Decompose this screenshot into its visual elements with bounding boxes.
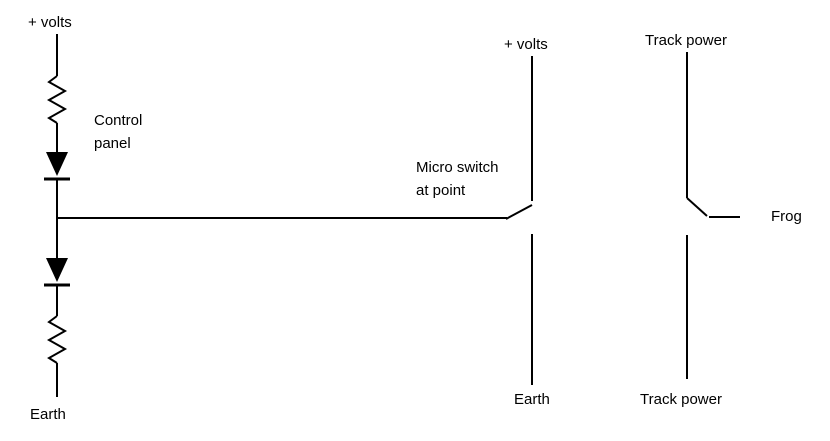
label-control-panel: Control panel [94,109,142,155]
label-micro-switch-line2: at point [416,182,466,199]
diode-symbol-upper [46,152,68,176]
label-track-power-bottom: Track power [640,391,722,408]
label-control-panel-line1: Control [94,112,143,129]
diode-symbol-lower [46,258,68,282]
resistor-symbol-lower [46,315,68,364]
label-frog: Frog [771,208,802,225]
micro-switch-blade [505,204,533,220]
label-earth-left: Earth [30,406,66,423]
label-control-panel-line2: panel [94,135,131,152]
label-track-power-top: Track power [645,32,727,49]
label-micro-switch: Micro switch at point [416,156,499,202]
frog-switch-blade [686,197,708,217]
resistor-symbol-upper [46,75,68,124]
label-plus-volts-mid: + volts [504,36,548,53]
label-earth-mid: Earth [514,391,550,408]
label-micro-switch-line1: Micro switch [416,159,499,176]
label-plus-volts-left: + volts [28,14,72,31]
